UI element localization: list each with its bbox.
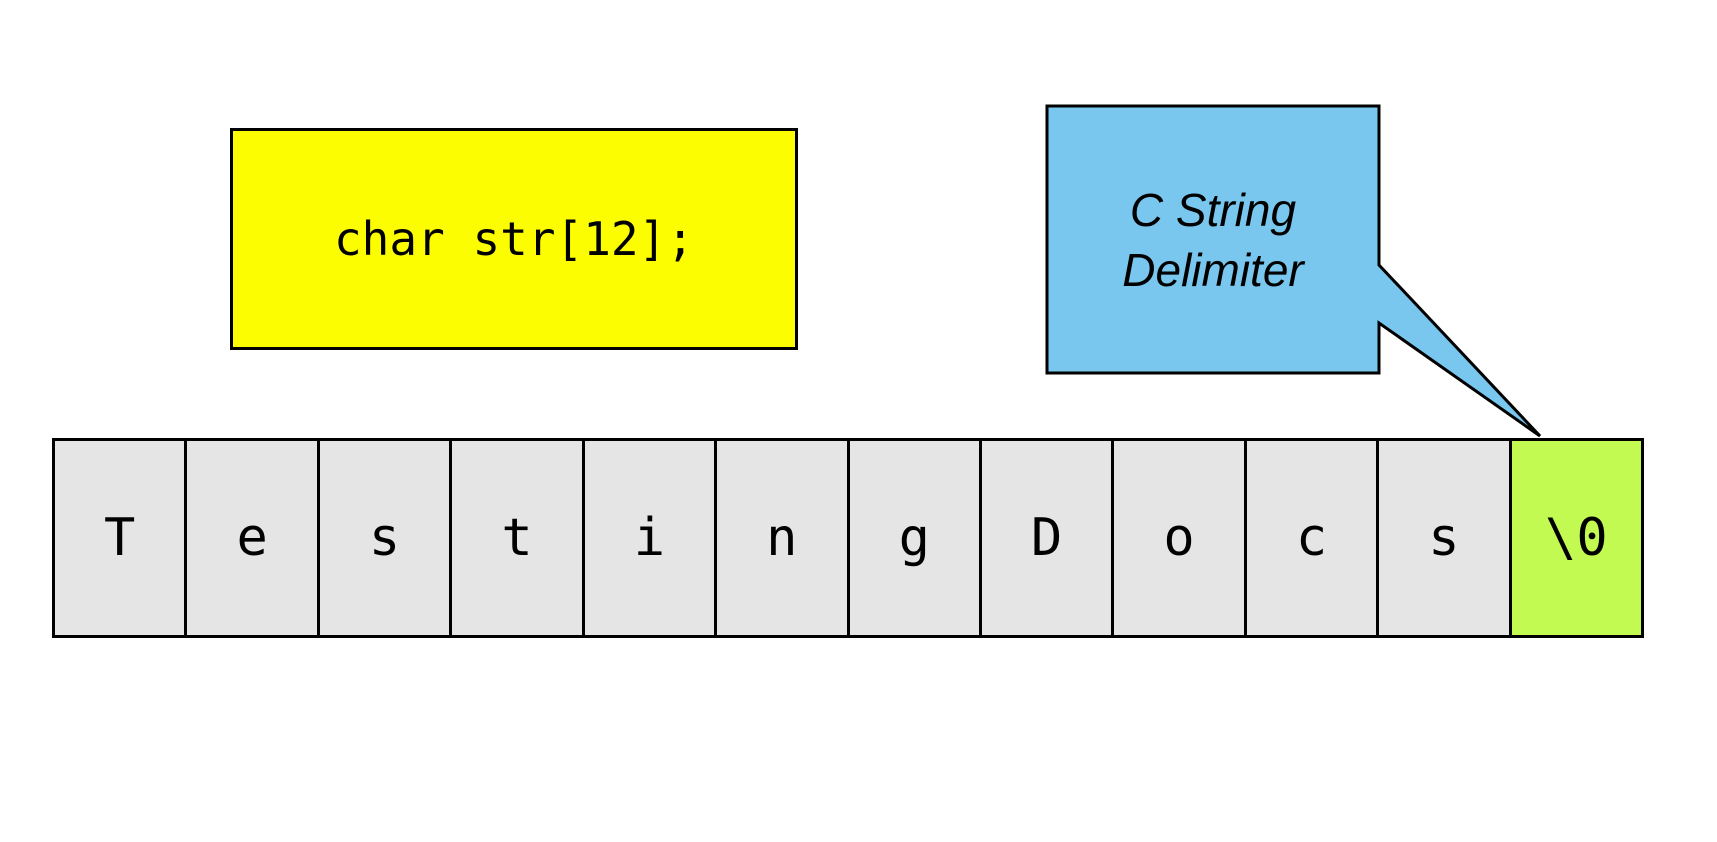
array-cell-char: g	[898, 508, 930, 568]
array-cell-char: s	[368, 508, 401, 568]
array-cell: c	[1243, 441, 1377, 635]
array-cell-char: t	[501, 508, 533, 568]
array-cell-delimiter: \0	[1508, 441, 1642, 635]
callout-label-line2: Delimiter	[1122, 243, 1304, 296]
array-cell-char: o	[1163, 508, 1195, 568]
array-cell-char: T	[104, 508, 136, 568]
array-cell-char: c	[1295, 508, 1328, 568]
array-cell: n	[714, 441, 847, 635]
array-cell-char: \0	[1545, 508, 1608, 568]
declaration-code: char str[12];	[333, 212, 695, 266]
array-cell-char: i	[633, 508, 666, 568]
array-cell: D	[978, 441, 1112, 635]
array-cell: g	[846, 441, 979, 635]
array-cell: s	[1376, 441, 1509, 635]
array-cell: o	[1111, 441, 1244, 635]
array-cell: T	[55, 441, 185, 635]
array-cell: s	[316, 441, 450, 635]
declaration-box: char str[12];	[230, 128, 798, 350]
array-cell: e	[184, 441, 317, 635]
array-cell-char: n	[766, 508, 798, 568]
callout-label: C String Delimiter	[1047, 106, 1379, 373]
array-cell-char: s	[1428, 508, 1460, 568]
array-cell-char: D	[1031, 508, 1063, 568]
array-cell: i	[581, 441, 715, 635]
array-cell: t	[449, 441, 582, 635]
callout-label-line1: C String	[1129, 183, 1297, 236]
array-cell-char: e	[236, 508, 268, 568]
